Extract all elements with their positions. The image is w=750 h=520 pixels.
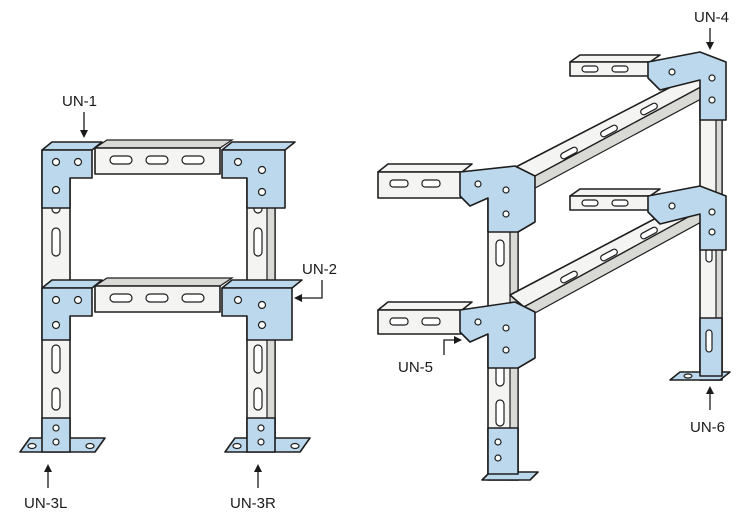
callout-arrows: [44, 28, 714, 488]
right-assembly-front-foot: [481, 427, 539, 481]
label-un4: UN-4: [694, 9, 729, 26]
left-frame-middle-beam: [93, 277, 234, 313]
left-frame-top-beam: [93, 139, 234, 175]
right-assembly-back-upper-arm: [569, 54, 661, 77]
label-un3l: UN-3L: [24, 495, 67, 512]
un4-corner-joint: [647, 51, 727, 121]
right-assembly-back-middle-joint: [647, 185, 727, 251]
left-frame-middle-left-joint: [41, 279, 103, 341]
left-rack-frame: [19, 139, 311, 453]
right-rack-assembly: [377, 51, 731, 481]
right-assembly-back-lower-arm: [569, 188, 661, 211]
label-un6: UN-6: [690, 419, 725, 436]
un5-tee-joint: [459, 301, 536, 369]
un3l-base-plate: [19, 417, 106, 453]
label-un5: UN-5: [398, 359, 433, 376]
label-un1: UN-1: [62, 93, 97, 110]
right-assembly-front-upper-joint: [459, 165, 536, 233]
un2-tee-joint: [221, 279, 303, 341]
un6-base-plate: [669, 317, 731, 381]
right-assembly-front-lower-arm: [377, 301, 473, 335]
un1-corner-joint: [41, 141, 103, 209]
un3r-base-plate: [224, 417, 311, 453]
label-un2: UN-2: [302, 261, 337, 278]
label-un3r: UN-3R: [230, 495, 276, 512]
left-frame-top-right-joint: [221, 141, 296, 209]
right-assembly-upper-diagonal-beam: [509, 71, 715, 196]
right-assembly-front-upper-arm: [377, 163, 473, 199]
